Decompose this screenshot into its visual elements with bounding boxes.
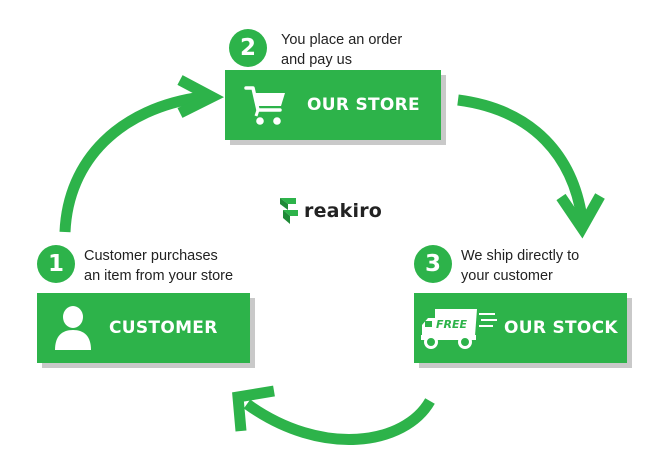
our-store-box: OUR STORE <box>225 70 441 140</box>
brand-name: reakiro <box>304 200 383 222</box>
step-1-caption: Customer purchases an item from your sto… <box>84 248 234 284</box>
arrow-customer-to-store <box>59 91 203 233</box>
reakiro-logo: reakiro <box>279 196 382 226</box>
step-2-badge: 2 <box>229 29 267 67</box>
free-badge-text: FREE <box>436 318 468 331</box>
shopping-cart-icon <box>225 83 307 127</box>
step-3-badge: 3 <box>414 245 452 283</box>
arrow-store-to-stock <box>457 94 588 219</box>
arrow-store-to-stock-head <box>556 193 605 239</box>
our-stock-label: OUR STOCK <box>504 318 618 338</box>
reakiro-logo-icon <box>280 198 298 224</box>
delivery-truck-icon: FREE <box>414 306 504 350</box>
our-stock-box: FREE OUR STOCK <box>414 293 627 363</box>
step-3-caption: We ship directly to your customer <box>461 248 580 284</box>
arrow-stock-to-customer-head <box>232 385 275 432</box>
customer-label: CUSTOMER <box>109 318 218 338</box>
step-1-badge: 1 <box>37 245 75 283</box>
user-icon <box>37 305 109 351</box>
customer-box: CUSTOMER <box>37 293 250 363</box>
step-2-caption: You place an order and pay us <box>281 32 403 68</box>
arrow-customer-to-store-head <box>177 75 225 118</box>
our-store-label: OUR STORE <box>307 95 420 115</box>
arrow-stock-to-customer <box>243 398 435 445</box>
